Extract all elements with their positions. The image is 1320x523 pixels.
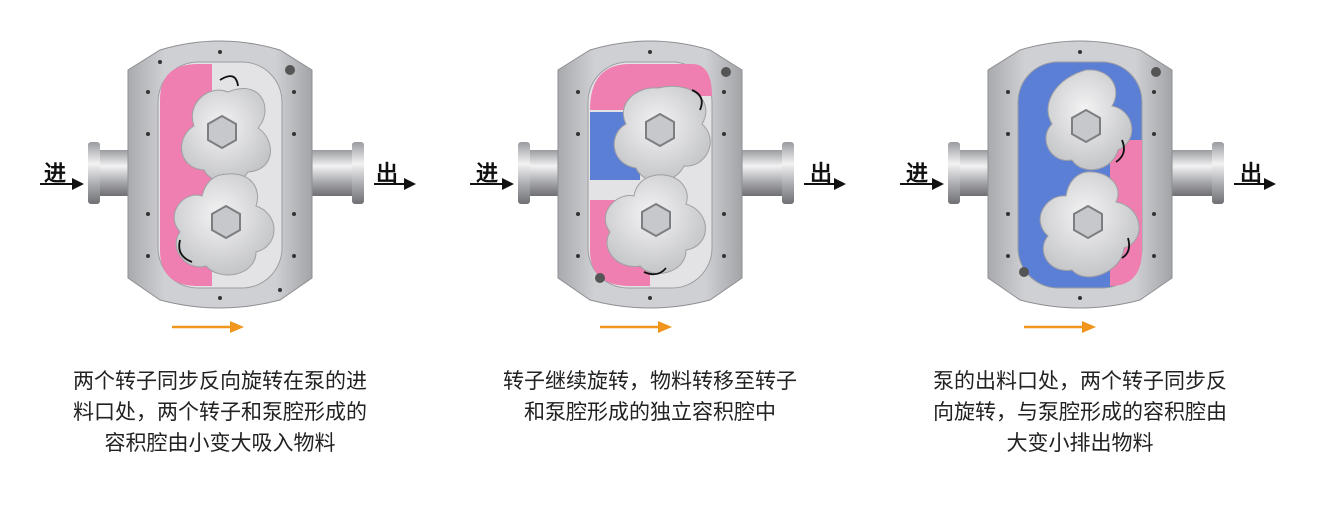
pump-diagram-stage-3 <box>900 40 1276 333</box>
inlet-arrow-icon <box>900 178 944 190</box>
outlet-arrow-icon <box>804 178 846 190</box>
outlet-arrow-icon <box>374 178 416 190</box>
port-hole <box>721 67 731 77</box>
port-hole <box>595 273 605 283</box>
rotation-arrow-icon <box>1115 139 1125 163</box>
flow-direction-arrow-icon <box>172 321 244 333</box>
inlet-label: 进 <box>476 162 499 187</box>
flow-direction-arrow-icon <box>600 321 672 333</box>
inlet-arrow-icon <box>40 178 84 190</box>
rotation-arrow-icon <box>178 239 193 263</box>
stage-2-panel: 进 出 转子继续旋转，物料转移至转子 和泵腔形成的独立容积腔中 <box>430 0 870 523</box>
caption-line: 料口处，两个转子和泵腔形成的 <box>73 400 367 424</box>
inlet-label: 进 <box>44 162 67 187</box>
rotation-arrow-icon <box>643 267 667 276</box>
outlet-arrow-icon <box>1234 178 1276 190</box>
port-hole <box>285 65 295 75</box>
bolt-dots <box>1006 50 1156 300</box>
port-hole <box>1151 67 1161 77</box>
caption-line: 向旋转，与泵腔形成的容积腔由 <box>933 400 1227 424</box>
upper-rotor <box>1045 69 1133 171</box>
stage-1-panel: 进 出 两个转子同步反向旋转在泵的进 料口处，两个转子和泵腔形成的 容积腔由小变… <box>0 0 440 523</box>
upper-rotor <box>181 88 271 183</box>
caption-line: 和泵腔形成的独立容积腔中 <box>524 400 776 424</box>
lower-rotor <box>1039 171 1140 278</box>
stage-caption: 泵的出料口处，两个转子同步反 向旋转，与泵腔形成的容积腔由 大变小排出物料 <box>880 366 1280 459</box>
port-hole <box>1019 267 1029 277</box>
lower-rotor <box>604 174 706 274</box>
bolt-dots <box>576 50 726 300</box>
caption-line: 容积腔由小变大吸入物料 <box>104 431 336 455</box>
lower-rotor <box>173 173 275 276</box>
caption-line: 泵的出料口处，两个转子同步反 <box>933 369 1227 393</box>
inlet-arrow-icon <box>470 178 514 190</box>
rotation-arrow-icon <box>691 89 703 111</box>
inlet-label: 进 <box>906 162 929 187</box>
flow-direction-arrow-icon <box>1024 321 1096 333</box>
pump-diagram-stage-2 <box>470 40 846 333</box>
bolt-dots <box>146 50 296 300</box>
pump-diagram-stage-1 <box>40 40 416 333</box>
stage-caption: 转子继续旋转，物料转移至转子 和泵腔形成的独立容积腔中 <box>450 366 850 428</box>
upper-rotor <box>613 85 711 182</box>
outlet-label: 出 <box>1240 162 1263 187</box>
stage-3-panel: 进 出 泵的出料口处，两个转子同步反 向旋转，与泵腔形成的容积腔由 大变小排出物… <box>860 0 1300 523</box>
outlet-label: 出 <box>810 162 833 187</box>
caption-line: 大变小排出物料 <box>1006 431 1154 455</box>
caption-line: 两个转子同步反向旋转在泵的进 <box>73 369 367 393</box>
outlet-label: 出 <box>376 162 399 187</box>
rotation-arrow-icon <box>219 75 239 87</box>
rotation-arrow-icon <box>1121 237 1131 259</box>
caption-line: 转子继续旋转，物料转移至转子 <box>503 369 797 393</box>
suction-fluid-area <box>590 64 712 110</box>
stage-caption: 两个转子同步反向旋转在泵的进 料口处，两个转子和泵腔形成的 容积腔由小变大吸入物… <box>20 366 420 459</box>
